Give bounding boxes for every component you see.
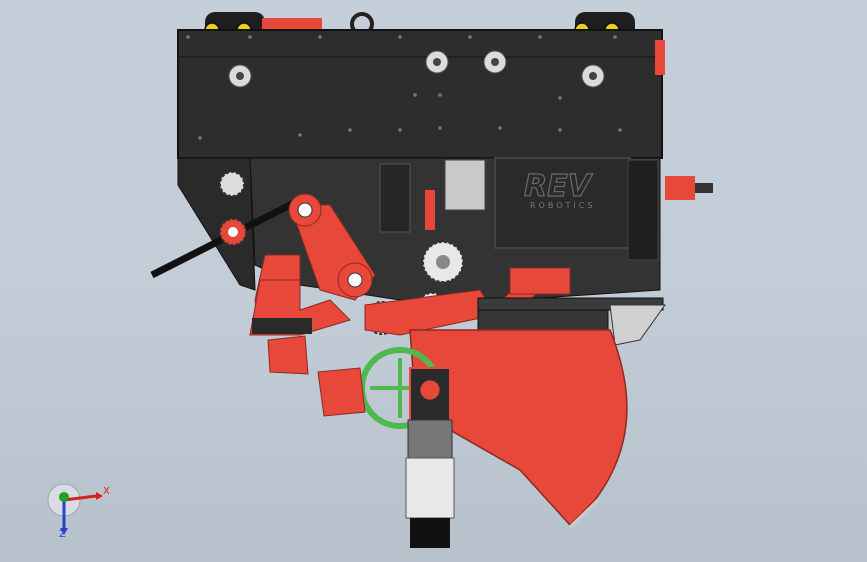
main-frame-plate — [177, 29, 663, 159]
servo-bracket — [444, 159, 486, 211]
hub-mount-4 — [581, 64, 605, 88]
right-red-connector — [665, 176, 695, 200]
scoop-edge — [568, 498, 600, 529]
left-bracket-arm — [317, 367, 366, 417]
axis-triad — [47, 483, 103, 535]
hub-mount-1 — [228, 64, 252, 88]
rev-control-hub: REV ROBOTICS — [494, 157, 659, 261]
rail-bracket — [609, 304, 666, 346]
right-connector-tip — [695, 183, 713, 193]
left-sprocket — [219, 171, 245, 197]
red-coupler — [425, 190, 435, 230]
hub-mount-3 — [483, 50, 507, 74]
frame-bolt-holes — [186, 35, 622, 140]
hub-mount-2 — [425, 50, 449, 74]
axis-x-label: X — [103, 486, 110, 497]
rev-logo: REV — [524, 169, 594, 204]
intake-scoop — [409, 329, 628, 527]
right-side-strip — [655, 40, 665, 75]
axis-z-label: Z — [59, 529, 66, 540]
rev-logo-subtext: ROBOTICS — [530, 201, 595, 210]
right-servo — [509, 267, 571, 295]
servo-housing — [379, 163, 411, 233]
red-link-center — [364, 289, 496, 336]
drive-motor — [405, 367, 455, 548]
left-bracket-block — [267, 335, 309, 375]
red-arm-linkage — [249, 193, 376, 336]
